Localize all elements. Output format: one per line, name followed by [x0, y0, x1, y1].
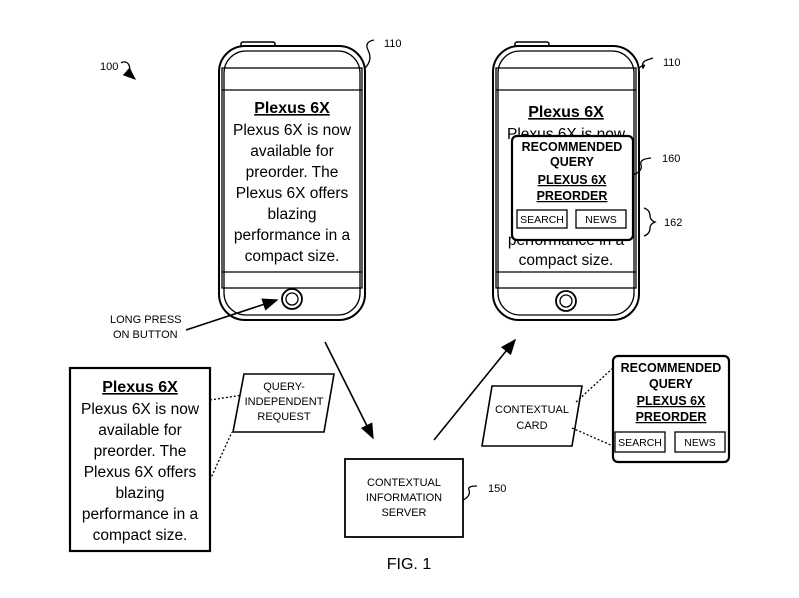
- ref-label-110-left: 110: [384, 38, 402, 50]
- card-news-button[interactable]: [674, 431, 726, 453]
- query-request-label-line: INDEPENDENT: [245, 396, 324, 408]
- phone-card-heading-line: RECOMMENDED: [522, 140, 623, 154]
- server-label-line: INFORMATION: [366, 492, 442, 504]
- left-phone-home-button-inner: [285, 292, 299, 306]
- ref-label-160: 160: [662, 153, 680, 165]
- ref-110-left-leader: [364, 39, 375, 69]
- captured-content-line: performance in a: [82, 506, 199, 523]
- query-request-label-line: QUERY-: [263, 381, 305, 393]
- card-heading-line: QUERY: [649, 377, 694, 391]
- long-press-label-line: LONG PRESS: [110, 314, 182, 326]
- right-phone-article-title: Plexus 6X: [528, 104, 604, 121]
- captured-content-frame: [68, 366, 212, 553]
- left-phone: Plexus 6X Plexus 6X is now available for…: [218, 41, 366, 321]
- ref-label-162: 162: [664, 217, 682, 229]
- ref-160-leader: [632, 157, 652, 176]
- query-independent-request-shape: [232, 373, 335, 433]
- phone-card-news-label: NEWS: [585, 214, 617, 226]
- ref-label-100: 100: [100, 61, 118, 73]
- captured-content-line: preorder. The: [94, 443, 187, 460]
- left-phone-article-title: Plexus 6X: [254, 100, 330, 117]
- contextual-card-label-line: CONTEXTUAL: [495, 404, 569, 416]
- captured-content-line: blazing: [115, 485, 164, 502]
- left-phone-home-button: [281, 288, 303, 310]
- contextual-card-label-line: CARD: [516, 420, 547, 432]
- left-phone-article-line: performance in a: [234, 227, 351, 244]
- captured-content-line: Plexus 6X offers: [84, 464, 197, 481]
- ref-label-110-right: 110: [663, 57, 681, 69]
- phone-card-query-line: PLEXUS 6X: [538, 173, 607, 187]
- left-phone-article-line: preorder. The: [246, 164, 339, 181]
- card-connector-bottom: [571, 427, 614, 447]
- figure-label: FIG. 1: [387, 556, 432, 573]
- server-label-line: CONTEXTUAL: [367, 477, 441, 489]
- recommended-query-card: RECOMMENDED QUERY PLEXUS 6X PREORDER SEA…: [611, 354, 731, 464]
- right-phone-home-button-inner: [559, 294, 573, 308]
- captured-content-line: compact size.: [93, 527, 188, 544]
- card-heading-line: RECOMMENDED: [621, 361, 722, 375]
- request-to-server-arrow: [324, 341, 374, 440]
- ref-162-brace: [643, 207, 657, 237]
- right-phone-article-line: compact size.: [519, 252, 614, 269]
- contextual-card-shape: [481, 385, 583, 447]
- left-phone-article-line: Plexus 6X is now: [233, 122, 352, 139]
- left-phone-article-line: Plexus 6X offers: [236, 185, 349, 202]
- contextual-information-server-box: [344, 458, 464, 538]
- left-phone-screen-frame: [221, 67, 363, 289]
- server-label-line: SERVER: [381, 507, 426, 519]
- long-press-label-line: ON BUTTON: [113, 329, 178, 341]
- query-request-connector-top: [209, 394, 244, 401]
- card-query-line: PLEXUS 6X: [637, 394, 706, 408]
- server-to-phone-arrow: [433, 338, 517, 441]
- phone-card-heading-line: QUERY: [550, 155, 595, 169]
- captured-content-line: Plexus 6X is now: [81, 401, 200, 418]
- phone-card-search-button[interactable]: [516, 209, 568, 229]
- phone-card-search-label: SEARCH: [520, 214, 564, 226]
- query-request-label-line: REQUEST: [257, 411, 310, 423]
- card-search-label: SEARCH: [618, 437, 662, 449]
- left-phone-article-line: compact size.: [245, 248, 340, 265]
- query-request-connector-bottom: [209, 431, 233, 481]
- phone-card-news-button[interactable]: [575, 209, 627, 229]
- left-phone-article-line: available for: [250, 143, 334, 160]
- left-phone-inner-bezel: [223, 50, 361, 316]
- phone-card-overlay: RECOMMENDED QUERY PLEXUS 6X PREORDER SEA…: [510, 134, 635, 242]
- card-news-label: NEWS: [684, 437, 716, 449]
- ref-110-right-leader: [638, 57, 654, 70]
- right-phone-home-button: [555, 290, 577, 312]
- long-press-arrow: [185, 298, 279, 331]
- right-phone-screen-frame: [495, 67, 637, 289]
- card-connector-top: [575, 367, 614, 403]
- card-search-button[interactable]: [614, 431, 666, 453]
- left-phone-article-line: blazing: [267, 206, 316, 223]
- card-query-line: PREORDER: [636, 410, 707, 424]
- captured-content-title: Plexus 6X: [102, 379, 178, 396]
- ref-150-leader: [462, 485, 478, 501]
- captured-content-box: Plexus 6X Plexus 6X is now available for…: [68, 366, 212, 553]
- captured-content-line: available for: [98, 422, 182, 439]
- left-phone-body: [218, 45, 366, 321]
- ref-label-150: 150: [488, 483, 506, 495]
- right-phone: Plexus 6X Plexus 6X is now performance i…: [492, 41, 640, 321]
- ref-100-leader: [120, 61, 136, 80]
- phone-card-query-line: PREORDER: [537, 189, 608, 203]
